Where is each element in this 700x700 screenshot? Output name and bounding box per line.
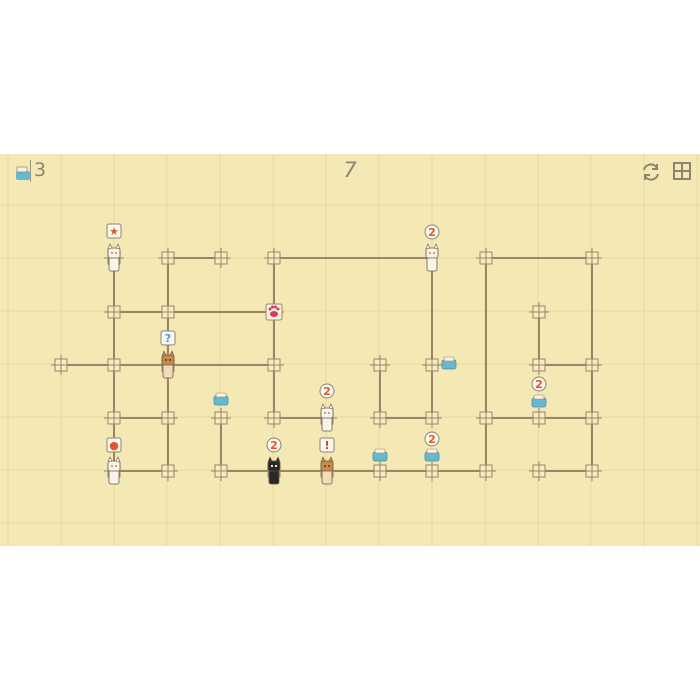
fish-can-icon[interactable] — [531, 394, 547, 408]
cat-tabby-piece[interactable] — [161, 350, 175, 379]
grid-node[interactable] — [582, 408, 602, 428]
cat-tabby-piece[interactable] — [320, 456, 334, 485]
puzzle-grid: ★ 2? 2 2 ● 2! 2 — [0, 154, 700, 546]
fish-can-icon[interactable] — [441, 356, 457, 370]
fish-can-icon[interactable] — [213, 392, 229, 406]
cat-white-piece[interactable] — [320, 403, 334, 432]
cat-white-piece[interactable] — [107, 456, 121, 485]
hint-badge-label: 2 — [428, 433, 436, 446]
grid-node[interactable] — [422, 408, 442, 428]
hint-badge: 2 — [424, 431, 440, 447]
grid-node[interactable] — [582, 355, 602, 375]
hint-badge: ! — [319, 437, 335, 453]
grid-node[interactable] — [158, 302, 178, 322]
fish-counter-icon — [15, 164, 33, 186]
grid-node[interactable] — [51, 355, 71, 375]
grid-node[interactable] — [582, 461, 602, 481]
grid-node[interactable] — [158, 248, 178, 268]
grid-node[interactable] — [529, 461, 549, 481]
moves-counter: 7 — [343, 158, 357, 182]
grid-menu-icon[interactable] — [672, 161, 692, 185]
grid-node[interactable] — [582, 248, 602, 268]
grid-node[interactable] — [104, 408, 124, 428]
grid-node[interactable] — [370, 461, 390, 481]
grid-node[interactable] — [264, 248, 284, 268]
grid-node[interactable] — [529, 408, 549, 428]
grid-node[interactable] — [211, 248, 231, 268]
hint-badge-label: 2 — [323, 385, 331, 398]
fish-count: 3 — [34, 159, 47, 181]
grid-node[interactable] — [104, 302, 124, 322]
grid-node[interactable] — [529, 355, 549, 375]
hint-badge: ● — [106, 437, 122, 453]
grid-node[interactable] — [476, 408, 496, 428]
game-board[interactable]: ★ 2? 2 2 ● 2! 2 3 7 — [0, 154, 700, 546]
grid-node[interactable] — [158, 408, 178, 428]
hint-badge: 2 — [424, 224, 440, 240]
fish-can-icon[interactable] — [424, 448, 440, 462]
hint-badge-label: 2 — [270, 439, 278, 452]
grid-node[interactable] — [370, 355, 390, 375]
grid-node[interactable] — [211, 408, 231, 428]
grid-node[interactable] — [422, 355, 442, 375]
hint-badge-label: ! — [324, 439, 329, 452]
grid-node[interactable] — [529, 302, 549, 322]
grid-node[interactable] — [158, 461, 178, 481]
grid-node[interactable] — [476, 248, 496, 268]
hint-badge: ★ — [106, 223, 122, 239]
fish-can-icon[interactable] — [372, 448, 388, 462]
grid-node[interactable] — [476, 461, 496, 481]
hint-badge-label: ★ — [109, 225, 119, 238]
grid-node[interactable] — [422, 461, 442, 481]
hint-badge: 2 — [319, 383, 335, 399]
hint-badge: 2 — [531, 376, 547, 392]
grid-node[interactable] — [264, 408, 284, 428]
cat-white-piece[interactable] — [425, 243, 439, 272]
grid-node[interactable] — [264, 355, 284, 375]
hint-badge-label: ● — [109, 439, 119, 452]
grid-node[interactable] — [370, 408, 390, 428]
grid-node[interactable] — [104, 355, 124, 375]
cat-black-piece[interactable] — [267, 456, 281, 485]
restart-icon[interactable] — [640, 161, 662, 187]
hint-badge: 2 — [266, 437, 282, 453]
grid-node[interactable] — [211, 461, 231, 481]
hint-badge-label: 2 — [535, 378, 543, 391]
hint-badge-label: 2 — [428, 226, 436, 239]
hint-badge: ? — [160, 330, 176, 346]
paw-cursor-icon[interactable] — [265, 303, 283, 321]
hint-badge-label: ? — [165, 332, 171, 345]
cat-white-piece[interactable] — [107, 243, 121, 272]
counter-divider — [30, 160, 31, 182]
